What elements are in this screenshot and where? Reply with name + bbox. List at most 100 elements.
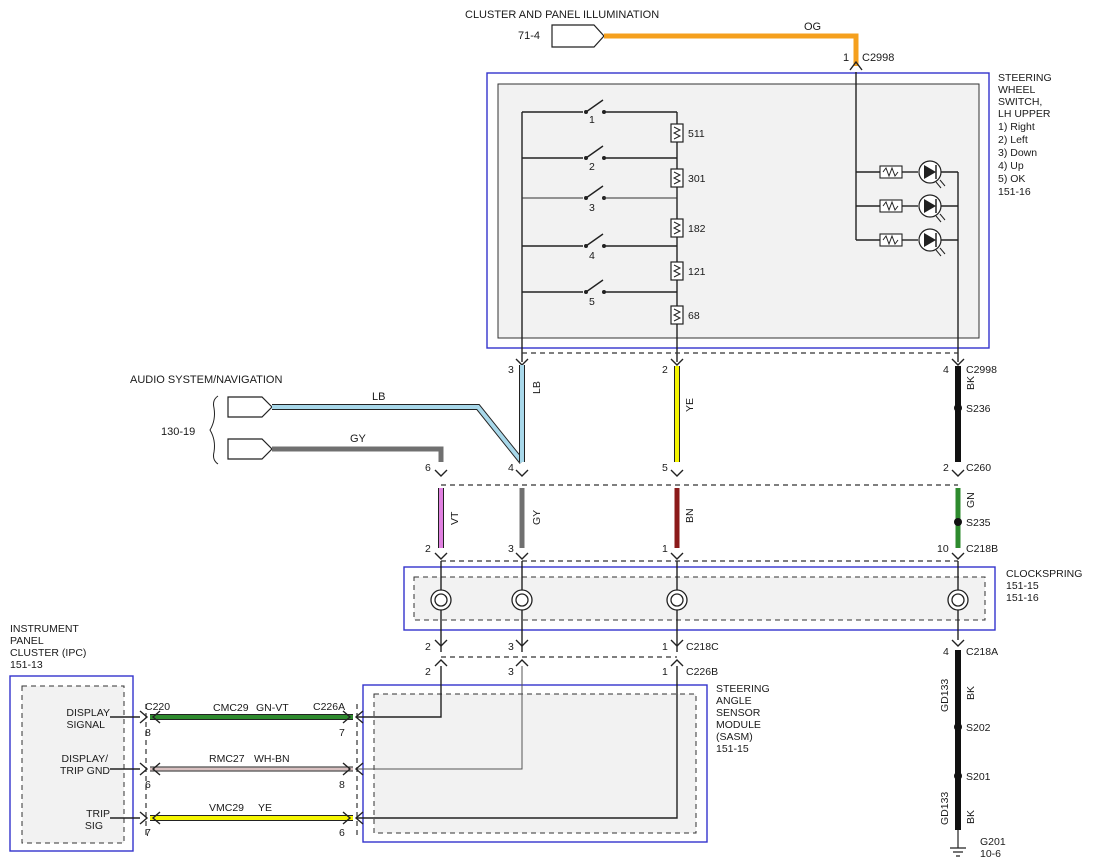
illumination-connector-shape — [551, 24, 605, 48]
ipc-signal-1-line-1: DISPLAY — [66, 707, 110, 719]
steering-wheel-switch-module: STEERING WHEEL SWITCH, LH UPPER 1) Right… — [486, 72, 1052, 362]
bk-label-upper: BK — [965, 686, 977, 700]
resistor-68-value: 68 — [688, 310, 700, 322]
c218b-pin-vt: 2 — [425, 543, 431, 555]
signal-wire-vmc29: VMC29 YE 7 6 — [139, 802, 364, 839]
c2998-pin-ye: 2 — [662, 364, 668, 376]
c218a-arrow — [951, 639, 965, 647]
resistor-182-value: 182 — [688, 223, 706, 235]
clockspring-title: CLOCKSPRING — [1006, 568, 1082, 580]
switch-4-number: 4 — [589, 250, 595, 262]
ground-name: G201 — [980, 836, 1006, 848]
vmc29-sasm-pin: 6 — [339, 827, 345, 839]
c2998-pin-lb: 3 — [508, 364, 514, 376]
resistor-301-value: 301 — [688, 173, 706, 185]
c218b-pin-bn: 1 — [662, 543, 668, 555]
ipc-signal-2-line-1: DISPLAY/ — [62, 753, 109, 765]
clockspring-frame — [403, 566, 996, 631]
gd133-label-top: GD133 — [939, 679, 951, 712]
ipc-signal-2-line-2: TRIP GND — [60, 765, 110, 777]
sasm-inner — [373, 693, 697, 834]
c218b-pin-gy: 3 — [508, 543, 514, 555]
illumination-source: CLUSTER AND PANEL ILLUMINATION 71-4 OG 1… — [465, 9, 894, 71]
rmc27-circuit: RMC27 — [209, 753, 245, 765]
swm-title-line-8: 4) Up — [998, 160, 1024, 172]
c226b-pin-a: 2 — [425, 666, 431, 678]
c226a-label: C226A — [313, 701, 345, 713]
resistor-182: 182 — [670, 218, 706, 238]
c2998-arrow-bk — [951, 358, 965, 366]
c260-pin-bk: 2 — [943, 462, 949, 474]
c218c-label: C218C — [686, 641, 719, 653]
splice-s202 — [954, 723, 962, 731]
ipc-title-1: INSTRUMENT — [10, 623, 79, 635]
clockspring-coil-3 — [666, 589, 688, 611]
audio-title: AUDIO SYSTEM/NAVIGATION — [130, 374, 282, 386]
ye-vertical-label: YE — [684, 398, 696, 412]
ipc-signal-1-line-2: SIGNAL — [66, 719, 105, 731]
c218b-label: C218B — [966, 543, 998, 555]
c226b-arrow-c — [670, 659, 684, 667]
c260-pin-ye: 5 — [662, 462, 668, 474]
resistor-511: 511 — [670, 123, 705, 143]
clockspring-coil-2 — [511, 589, 533, 611]
c218b-arrow-vt — [434, 552, 448, 560]
swm-title-line-10: 151-16 — [998, 186, 1031, 198]
led-1 — [856, 160, 958, 189]
ipc-signal-3-line-1: TRIP — [86, 808, 110, 820]
ipc-title-4: 151-13 — [10, 659, 43, 671]
bn-label: BN — [684, 508, 696, 523]
resistor-121-value: 121 — [688, 266, 706, 278]
swm-title-line-4: LH UPPER — [998, 108, 1051, 120]
audio-ref: 130-19 — [161, 426, 195, 438]
c226b-pin-c: 1 — [662, 666, 668, 678]
sasm-module: STEERING ANGLE SENSOR MODULE (SASM) 151-… — [357, 666, 770, 843]
led-2 — [856, 194, 958, 223]
gy-wire-audio — [272, 446, 444, 462]
cmc29-circuit: CMC29 — [213, 702, 249, 714]
c218b-arrow-bn — [670, 552, 684, 560]
ipc-title-3: CLUSTER (IPC) — [10, 647, 86, 659]
audio-connector-bottom — [227, 438, 273, 460]
audio-gy-label: GY — [350, 433, 367, 445]
gy-mid-label: GY — [531, 510, 543, 525]
clockspring-ref-1: 151-15 — [1006, 580, 1039, 592]
sasm-trace-6 — [357, 666, 678, 819]
vmc29-color: YE — [258, 802, 272, 814]
splice-s235-label: S235 — [966, 517, 991, 529]
swm-title-line-5: 1) Right — [998, 121, 1035, 133]
c218c-arrow-c — [670, 639, 684, 647]
clockspring: CLOCKSPRING 151-15 151-16 — [403, 561, 1082, 652]
cmc29-color: GN-VT — [256, 702, 289, 714]
c226b-arrow-a — [434, 659, 448, 667]
swm-title-line-3: SWITCH, — [998, 96, 1042, 108]
rmc27-ipc-pin: 6 — [145, 779, 151, 791]
c260-pin-gy: 6 — [425, 462, 431, 474]
switch-1-number: 1 — [589, 114, 595, 126]
vmc29-ipc-pin: 7 — [145, 827, 151, 839]
c260-arrow-ye — [670, 469, 684, 477]
swm-title-line-6: 2) Left — [998, 134, 1028, 146]
c260-arrow-lb — [515, 469, 529, 477]
switch-5: 5 — [522, 279, 677, 308]
resistor-121: 121 — [670, 261, 706, 281]
c2998-top-pin: 1 — [843, 52, 849, 64]
gd133-label-bottom: GD133 — [939, 792, 951, 825]
audio-system: AUDIO SYSTEM/NAVIGATION 130-19 LB GY — [130, 374, 385, 465]
c260-arrow-bk — [951, 469, 965, 477]
swm-inner-box — [497, 83, 980, 339]
swm-title: STEERING WHEEL SWITCH, LH UPPER 1) Right… — [998, 72, 1052, 198]
splice-s235 — [954, 518, 962, 526]
vt-label: VT — [449, 511, 461, 525]
led-3 — [856, 228, 958, 257]
clockspring-coil-4 — [947, 589, 969, 611]
c226b-arrow-b — [515, 659, 529, 667]
c218c-pin-a: 2 — [425, 641, 431, 653]
og-wire — [604, 33, 859, 66]
clockspring-coil-1 — [430, 589, 452, 611]
vmc29-circuit: VMC29 — [209, 802, 244, 814]
c218c-pin-b: 3 — [508, 641, 514, 653]
splice-s236-label: S236 — [966, 403, 991, 415]
clockspring-ref-2: 151-16 — [1006, 592, 1039, 604]
